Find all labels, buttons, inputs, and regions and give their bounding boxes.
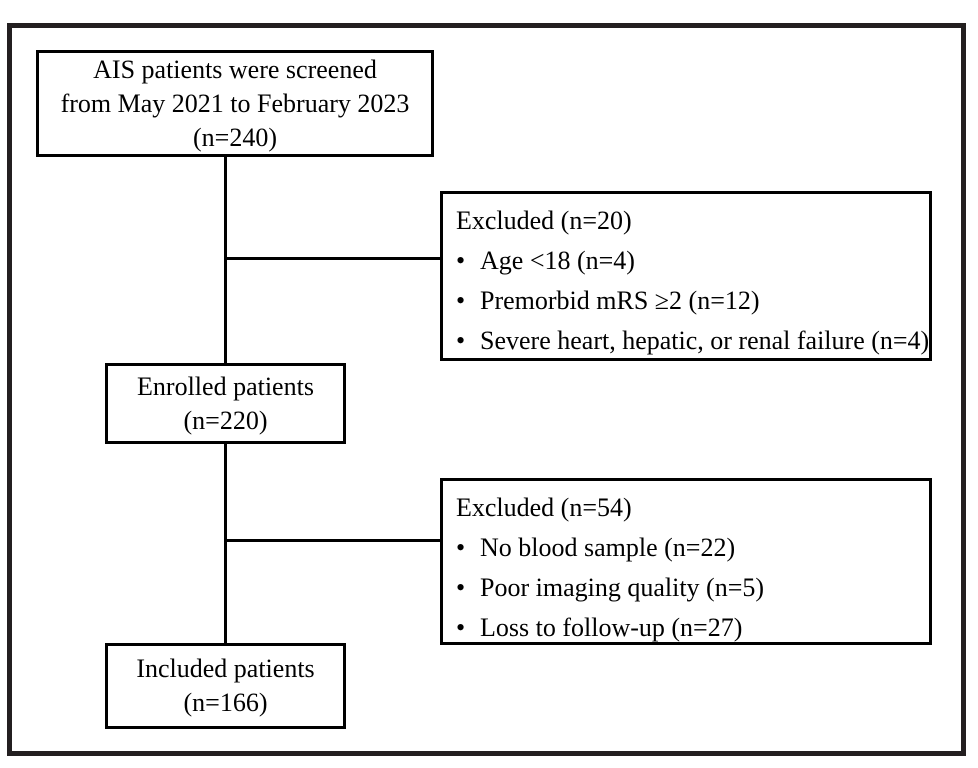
excluded-1-item: • Premorbid mRS ≥2 (n=12) <box>456 281 919 321</box>
excluded-1-item-2-label: Premorbid mRS ≥2 (n=12) <box>480 286 760 315</box>
excluded-2-item: • No blood sample (n=22) <box>456 528 919 568</box>
excluded-1-item-1-label: Age <18 (n=4) <box>480 246 635 275</box>
connector-screened-to-enrolled <box>224 157 227 363</box>
box-excluded-2: Excluded (n=54) •No blood sample (n=22) … <box>440 478 932 645</box>
bullet-icon: • <box>456 573 466 602</box>
excluded-2-item: • Loss to follow-up (n=27) <box>456 608 919 648</box>
excluded-2-item-3-label: Loss to follow-up (n=27) <box>480 613 743 642</box>
excluded-2-item-1-label: No blood sample (n=22) <box>480 533 736 562</box>
box-included: Included patients (n=166) <box>105 643 346 729</box>
excluded-1-title: Excluded (n=20) <box>456 206 632 235</box>
excluded-2-item-2-label: Poor imaging quality (n=5) <box>480 573 765 602</box>
screened-line-1: AIS patients were screened <box>93 54 377 84</box>
included-line-2: (n=166) <box>183 688 268 717</box>
connector-branch-excluded-2 <box>224 539 440 542</box>
excluded-1-item: • Severe heart, hepatic, or renal failure… <box>456 321 929 361</box>
bullet-icon: • <box>456 286 466 315</box>
bullet-icon: • <box>456 533 466 562</box>
excluded-1-item: • Age <18 (n=4) <box>456 241 919 281</box>
enrolled-line-1: Enrolled patients <box>137 371 314 401</box>
excluded-1-item-3-label: Severe heart, hepatic, or renal failure … <box>480 326 930 355</box>
included-line-1: Included patients <box>136 654 315 683</box>
excluded-2-title: Excluded (n=54) <box>456 493 632 522</box>
excluded-2-item: • Poor imaging quality (n=5) <box>456 568 919 608</box>
connector-enrolled-to-included <box>224 444 227 643</box>
connector-branch-excluded-1 <box>224 257 440 260</box>
screened-line-3: (n=240) <box>193 122 277 152</box>
box-excluded-1: Excluded (n=20) • Age <18 (n=4) • Premorbi… <box>440 191 932 361</box>
box-screened: AIS patients were screened from May 2021… <box>36 50 434 157</box>
screened-line-2: from May 2021 to February 2023 <box>60 88 410 118</box>
bullet-icon: • <box>456 613 466 642</box>
bullet-icon: • <box>456 326 466 355</box>
box-enrolled: Enrolled patients (n=220) <box>105 363 346 444</box>
bullet-icon: • <box>456 246 466 275</box>
enrolled-line-2: (n=220) <box>183 405 268 435</box>
diagram-frame <box>7 23 966 756</box>
